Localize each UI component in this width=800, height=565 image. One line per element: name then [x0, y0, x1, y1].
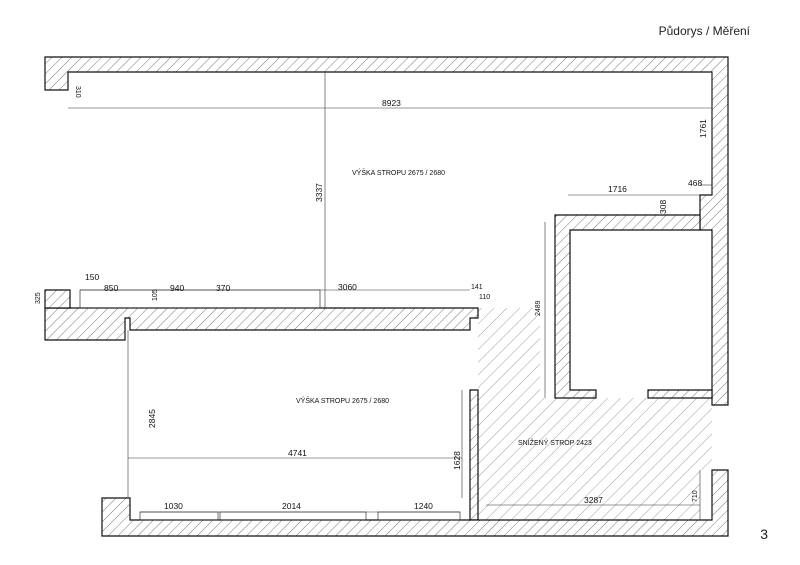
dim-2489: 2489	[535, 300, 542, 316]
dim-110: 110	[479, 294, 490, 301]
dim-1030: 1030	[164, 501, 183, 511]
dim-308: 308	[658, 200, 668, 214]
dim-310: 310	[74, 86, 81, 98]
dim-1628: 1628	[452, 451, 462, 470]
dimension-lines	[68, 72, 713, 520]
dim-1761: 1761	[698, 119, 708, 138]
dim-850: 850	[104, 283, 118, 293]
dim-105: 105	[152, 289, 159, 301]
dim-370: 370	[216, 283, 230, 293]
lowered-ceiling-zone	[478, 308, 712, 470]
wall-bottom	[101, 469, 729, 537]
dim-3060: 3060	[338, 282, 357, 292]
dim-3337: 3337	[314, 183, 324, 202]
dim-8923: 8923	[382, 98, 401, 108]
dim-710: 710	[692, 490, 699, 502]
room-lowered-ceiling: SNÍŽENÝ STROP 2423	[518, 438, 592, 447]
dim-3287: 3287	[584, 495, 603, 505]
page-header-title: Půdorys / Měření	[658, 24, 750, 38]
dim-468: 468	[688, 178, 702, 188]
lowered-ceiling-zone-lower	[478, 470, 700, 520]
wall-bathroom-top	[554, 214, 701, 399]
page-number: 3	[760, 526, 768, 542]
dim-141: 141	[471, 284, 483, 291]
dim-1716: 1716	[608, 184, 627, 194]
wall-lower-right	[469, 389, 479, 521]
dim-940: 940	[170, 283, 184, 293]
dim-2014: 2014	[282, 501, 301, 511]
dim-4741: 4741	[288, 448, 307, 458]
dim-1240: 1240	[414, 501, 433, 511]
wall-bathroom-bottom	[647, 389, 713, 399]
room-upper-ceiling: VÝŠKA STROPU 2675 / 2680	[352, 168, 445, 177]
dim-325: 325	[35, 292, 42, 304]
dim-2845: 2845	[147, 409, 157, 428]
wall-middle	[44, 307, 479, 341]
wall-middle-left-pillar	[44, 289, 71, 309]
room-lower-ceiling: VÝŠKA STROPU 2675 / 2680	[296, 396, 389, 405]
wall-top	[44, 56, 729, 406]
dim-150: 150	[85, 272, 99, 282]
